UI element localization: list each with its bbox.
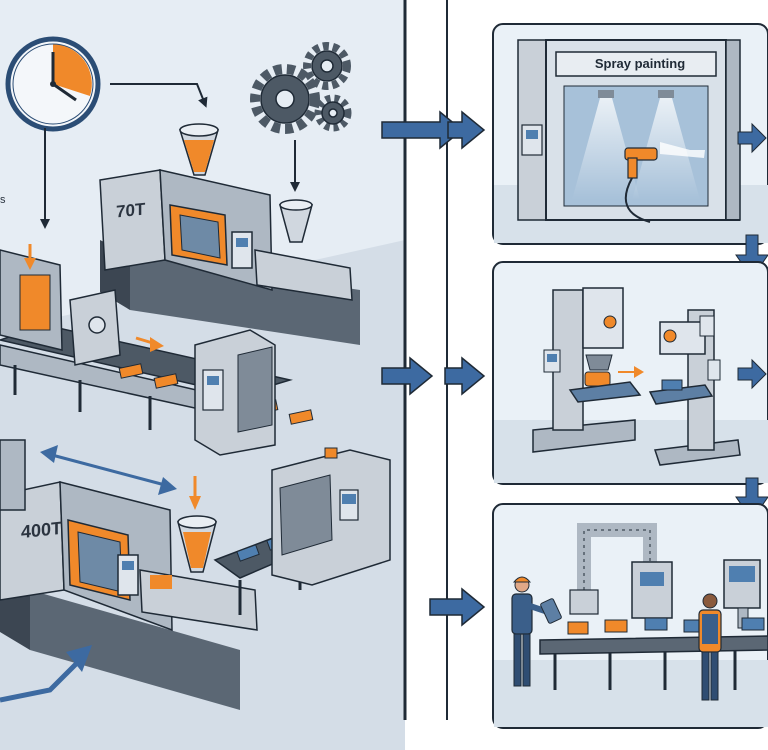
packaging-station	[213, 447, 391, 615]
clock-icon	[5, 36, 101, 132]
scene-connector-arrows	[40, 83, 300, 229]
clipped-label: s	[0, 194, 6, 206]
panel-assembly	[492, 503, 768, 729]
panel-spray-painting	[492, 23, 768, 279]
curved-flow-arrow	[0, 645, 92, 703]
spray-booth-label: Spray painting	[594, 56, 686, 71]
machine-label-top: 70T	[116, 199, 146, 222]
orange-flow-arrows	[24, 244, 201, 510]
inspection-station	[194, 329, 276, 456]
spray-gun-icon	[624, 147, 658, 223]
worker-icon	[698, 593, 722, 701]
flow-arrow-set	[381, 0, 486, 720]
worker-icon	[511, 576, 562, 687]
injection-machine-400t	[0, 439, 258, 710]
double-arrow	[40, 445, 177, 495]
panel-inspection	[492, 261, 768, 521]
mold-unit	[0, 249, 121, 366]
gears-icon	[250, 42, 352, 134]
machine-label-bottom: 400T	[21, 517, 63, 543]
